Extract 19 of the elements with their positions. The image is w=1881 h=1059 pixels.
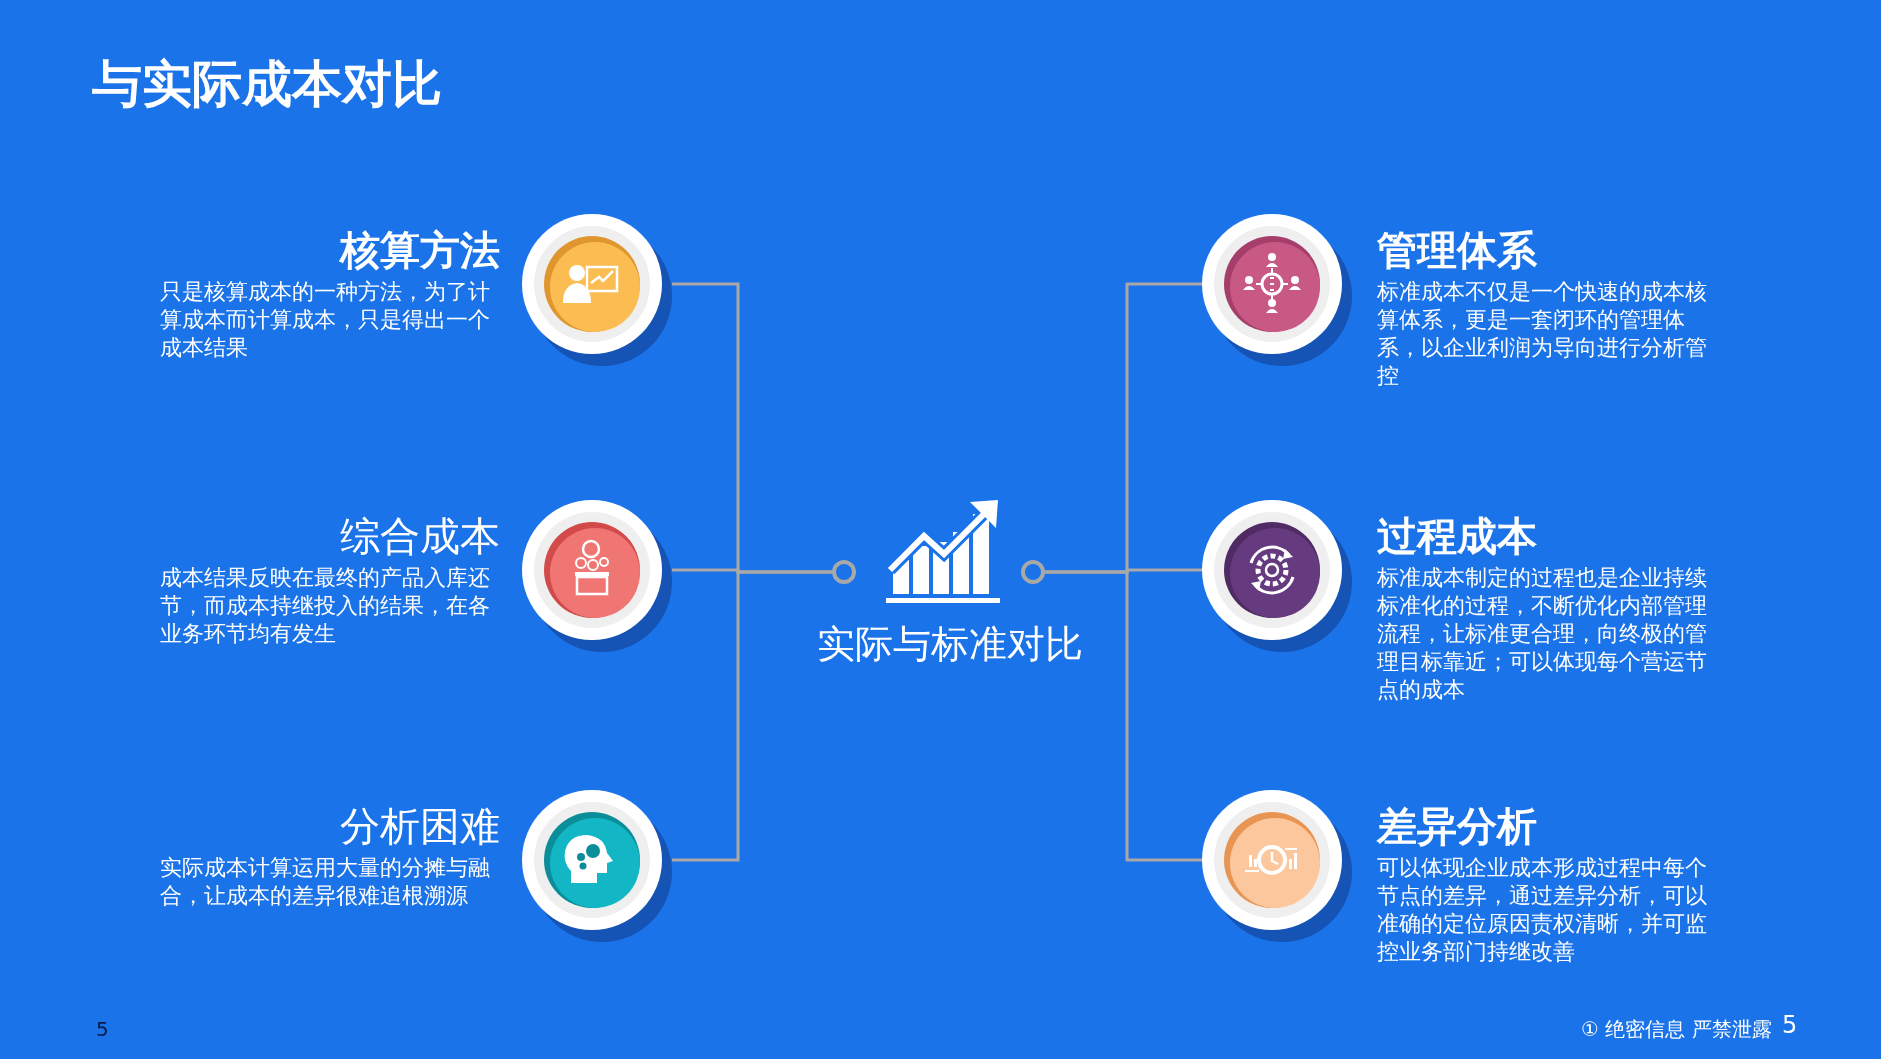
page-number: 5	[96, 1016, 109, 1043]
item-description: 成本结果反映在最终的产品入库还节，而成本持继投入的结果，在各业务环节均有发生	[160, 564, 491, 648]
item-heading: 差异分析	[1377, 802, 1538, 850]
item-heading: 核算方法	[338, 226, 500, 274]
item-description: 标准成本制定的过程也是企业持续标准化的过程，不断优化内部管理流程，让标准更合理，向终极的管理目标靠近；可以体现每个营运节点的成本	[1377, 564, 1708, 704]
center-title: 实际与标准对比	[816, 621, 1084, 668]
item-description: 可以体现企业成本形成过程中每个节点的差异，通过差异分析，可以准确的定位原因责权清晰，并可监控业务部门持继改善	[1377, 854, 1708, 966]
item-heading: 分析困难	[339, 802, 500, 850]
item-description: 标准成本不仅是一个快速的成本核算体系，更是一套闭环的管理体系，以企业利润为导向进行分析管控	[1377, 278, 1708, 390]
connector-line	[672, 570, 832, 862]
item-heading: 综合成本	[339, 512, 500, 560]
item-heading: 管理体系	[1377, 226, 1538, 274]
item-description: 只是核算成本的一种方法，为了计算成本而计算成本，只是得出一个成本结果	[160, 278, 491, 362]
slide-title: 与实际成本对比	[92, 54, 442, 115]
item-description: 实际成本计算运用大量的分摊与融合，让成本的差异很难追根溯源	[160, 854, 491, 910]
item-heading: 过程成本	[1377, 512, 1538, 560]
confidentiality-note: ① 绝密信息 严禁泄露	[1581, 1016, 1772, 1043]
page-number: 5	[1782, 1010, 1798, 1040]
connector-line	[1045, 570, 1202, 862]
